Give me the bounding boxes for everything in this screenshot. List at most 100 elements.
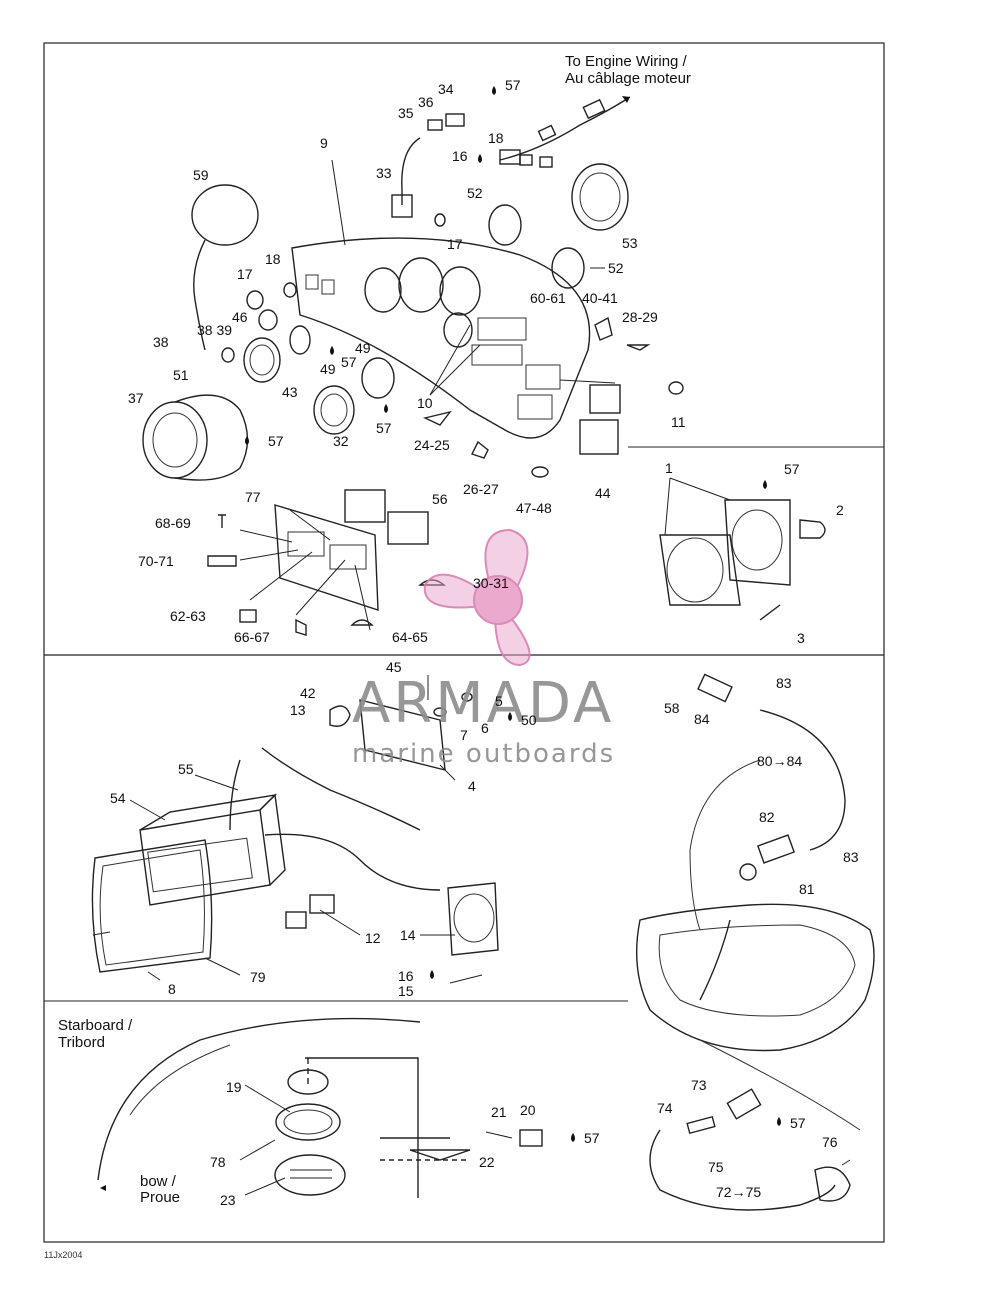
callout: 15 (398, 983, 414, 999)
callout: 57 (341, 354, 357, 370)
callout: 11 (671, 414, 686, 430)
callout: 55 (178, 761, 194, 777)
connector-cable (649, 1039, 861, 1211)
switch-panel (207, 489, 446, 636)
callout: 40-41 (582, 290, 618, 306)
callout: 42 (300, 685, 316, 701)
callout: 47-48 (516, 500, 552, 516)
callout: 51 (173, 367, 189, 383)
callout: 78 (210, 1154, 226, 1170)
callout: 76 (822, 1134, 838, 1150)
engine-harness (391, 96, 631, 218)
callout: 8 (168, 981, 176, 997)
callout: 83 (776, 675, 792, 691)
engine-wiring-label-fr: Au câblage moteur (565, 70, 691, 87)
callout: 49 (355, 340, 371, 356)
callout: 57 (584, 1130, 600, 1146)
callout: 37 (128, 390, 144, 406)
callout: 6 (481, 720, 489, 736)
callout: 1 (665, 460, 673, 476)
part-callouts: 57 34 36 35 18 16 9 33 59 52 53 17 52 17… (110, 77, 859, 1208)
callout: 58 (664, 700, 680, 716)
callout: 56 (432, 491, 448, 507)
callout: 43 (282, 384, 298, 400)
callout: 38 39 (197, 322, 232, 338)
starboard-label-fr: Tribord (58, 1034, 105, 1051)
callout: 45 (386, 659, 402, 675)
callout: 10 (417, 395, 433, 411)
callout: 60-61 (530, 290, 566, 306)
callout: 66-67 (234, 629, 270, 645)
callout: 70-71 (138, 553, 174, 569)
callout: 24-25 (414, 437, 450, 453)
callout: 36 (418, 94, 434, 110)
callout: 57 (784, 461, 800, 477)
callout: 9 (320, 135, 328, 151)
instrument-panel (291, 237, 591, 439)
callout: 49 (320, 361, 336, 377)
callout: 2 (836, 502, 844, 518)
callout: 18 (488, 130, 504, 146)
callout: 80→84 (757, 753, 802, 769)
callout: 4 (468, 778, 476, 794)
callout: 16 (398, 968, 414, 984)
diagram-frame (43, 42, 885, 1243)
stereo-section (91, 675, 499, 973)
callout: 53 (622, 235, 638, 251)
callout: 17 (237, 266, 253, 282)
callout: 33 (376, 165, 392, 181)
callout: 59 (193, 167, 209, 183)
leader-lines-middle (92, 764, 483, 984)
callout: 30-31 (473, 575, 509, 591)
callout: 13 (290, 702, 306, 718)
grease-drop-icons (245, 86, 781, 1142)
callout: 77 (245, 489, 261, 505)
callout: 62-63 (170, 608, 206, 624)
callout: 34 (438, 81, 454, 97)
hull-section (636, 673, 875, 1052)
callout: 84 (694, 711, 710, 727)
callout: 44 (595, 485, 611, 501)
callout: 19 (226, 1079, 242, 1095)
callout: 79 (250, 969, 266, 985)
armada-watermark: ARMADA marine outboards (352, 528, 615, 769)
callout: 35 (398, 105, 414, 121)
callout: 14 (400, 927, 416, 943)
callout: 82 (759, 809, 775, 825)
gauges-top (142, 163, 684, 481)
callout: 28-29 (622, 309, 658, 325)
callout: 7 (460, 727, 468, 743)
callout: 73 (691, 1077, 707, 1093)
callout: 17 (447, 236, 463, 252)
callout: 57 (790, 1115, 806, 1131)
bow-label-fr: Proue (140, 1189, 180, 1206)
engine-wiring-label-en: To Engine Wiring / (565, 53, 688, 70)
starboard-section (97, 1017, 543, 1198)
callout: 21 (491, 1104, 507, 1120)
propeller-logo-icon (423, 528, 531, 667)
callout: 57 (505, 77, 521, 93)
callout: 74 (657, 1100, 673, 1116)
leader-lines-top (239, 159, 731, 631)
callout: 22 (479, 1154, 495, 1170)
callout: 18 (265, 251, 281, 267)
callout: 12 (365, 930, 381, 946)
callout: 81 (799, 881, 815, 897)
callout: 38 (153, 334, 169, 350)
callout: 57 (268, 433, 284, 449)
callout: 32 (333, 433, 349, 449)
callout: 20 (520, 1102, 536, 1118)
callout: 3 (797, 630, 805, 646)
callout: 23 (220, 1192, 236, 1208)
callout: 54 (110, 790, 126, 806)
callout: 83 (843, 849, 859, 865)
callout: 52 (467, 185, 483, 201)
watermark-subtitle: marine outboards (352, 739, 615, 769)
callout: 72→75 (716, 1184, 761, 1200)
callout: 46 (232, 309, 248, 325)
callout: 50 (521, 712, 537, 728)
callout: 64-65 (392, 629, 428, 645)
callout: 26-27 (463, 481, 499, 497)
callout: 57 (376, 420, 392, 436)
